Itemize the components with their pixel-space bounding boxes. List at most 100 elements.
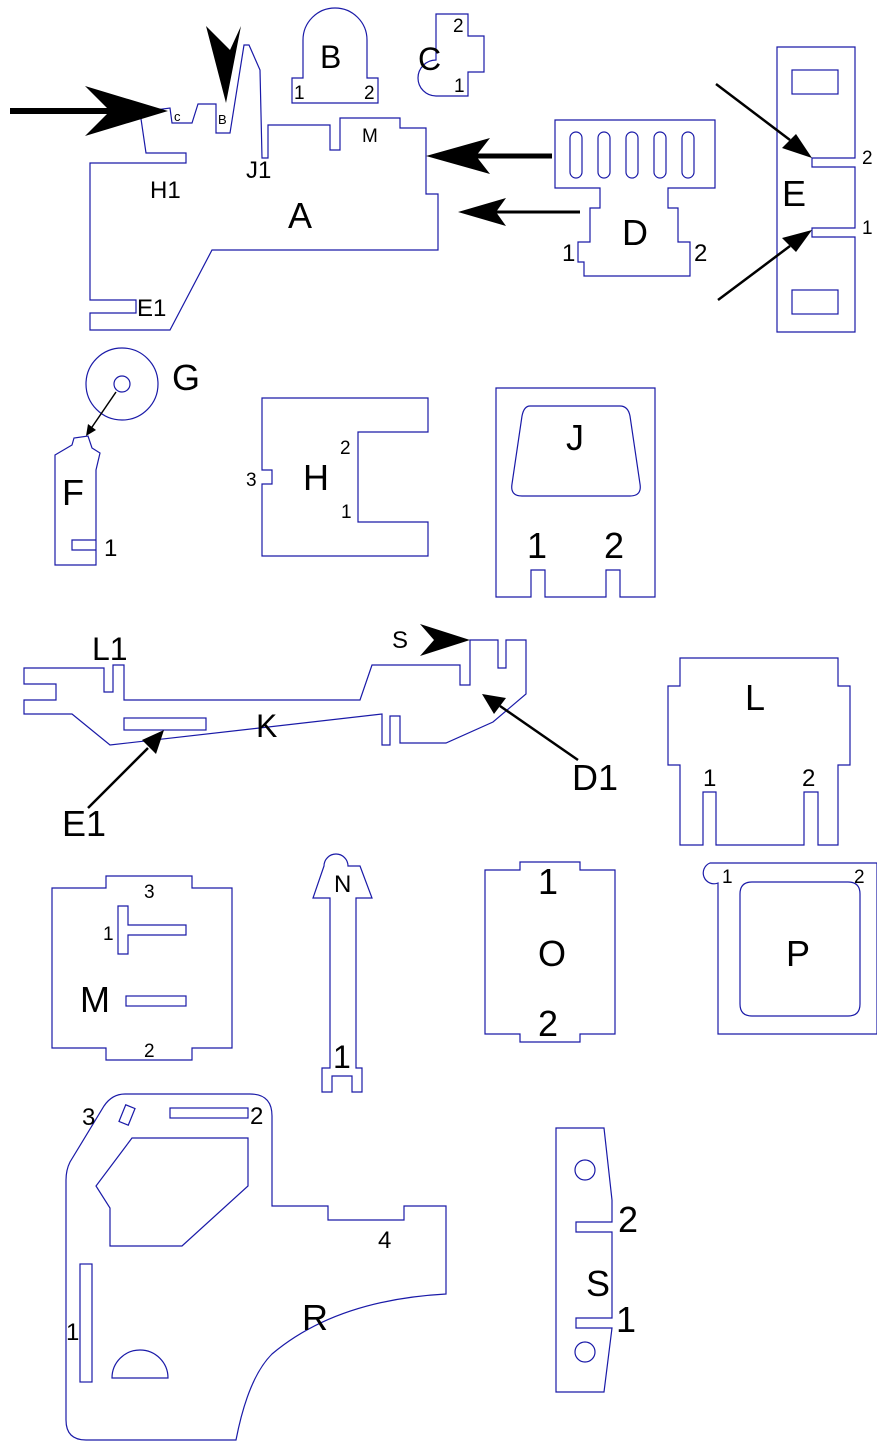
piece-b-outline [291,7,379,104]
arrow-head-into-e-slot-2 [782,134,812,158]
piece-m-outline [51,875,233,1061]
assembly-arrows-top [10,26,580,226]
piece-k-tab-l1: L1 [92,631,128,667]
piece-s-slot-2: 2 [618,1199,638,1240]
piece-d-vent-3 [625,131,639,179]
piece-l: L 1 2 [667,657,851,846]
piece-p-outline [702,862,877,1035]
piece-a-tab-e1: E1 [137,295,166,322]
piece-f-slot [71,539,96,551]
piece-o: 1 O 2 [484,861,616,1044]
arrow-into-e-slot-2 [715,83,791,141]
piece-b-slot-2: 2 [364,83,375,104]
piece-l-label: L [745,677,765,718]
piece-j-label: J [566,417,584,458]
piece-e-outline [776,46,856,333]
piece-d-slot-1: 1 [562,240,575,267]
piece-p-slot-1: 1 [722,867,733,888]
piece-f-outline [54,435,101,566]
piece-a-tab-b: B [218,112,227,127]
piece-o-slot-2: 2 [538,1003,558,1044]
piece-d-vent-1 [569,131,583,179]
piece-r-outline [65,1093,447,1441]
piece-s-hole-bottom [574,1341,596,1363]
arrow-into-k-e1 [87,747,149,809]
piece-d-label: D [622,212,648,253]
piece-j-window [511,405,641,497]
piece-k: K L1 S D1 E1 [23,624,618,844]
piece-s-label: S [586,1263,610,1304]
piece-b-label: B [320,39,341,75]
arrow-head-d-to-a-upper [426,138,490,174]
piece-a-tab-c: c [174,109,181,124]
piece-m-slot-1-label: 1 [103,924,114,945]
piece-s-outline [555,1127,613,1393]
piece-m-slot-2-label: 2 [144,1041,155,1062]
piece-f-slot-1: 1 [104,535,117,562]
piece-d-vent-5 [681,131,695,179]
piece-j-outline [495,387,656,598]
piece-a-tab-m: M [362,126,378,147]
piece-c-slot-1: 1 [454,76,465,97]
piece-r-slot-3-label: 3 [82,1104,95,1131]
piece-c: C 2 1 [417,13,485,97]
piece-c-outline [417,13,485,97]
piece-h-slot-2: 2 [340,438,351,459]
piece-p-slot-2: 2 [854,867,865,888]
piece-h-outline [261,397,429,557]
piece-e-window-bottom [791,289,839,315]
piece-p: P 1 2 [702,862,877,1035]
piece-p-window [739,881,861,1017]
piece-b-slot-1: 1 [294,83,305,104]
piece-m-slot-3-label: 3 [144,882,155,903]
piece-n-slot-1: 1 [333,1039,351,1075]
piece-k-label: K [256,708,277,744]
piece-o-label: O [538,933,566,974]
arrow-head-into-k-e1 [142,730,164,754]
piece-a-label: A [288,195,312,236]
piece-n-outline [312,853,373,1093]
piece-o-outline [484,861,616,1043]
piece-g-label: G [172,357,200,398]
piece-o-slot-1: 1 [538,861,558,902]
piece-d-slot-2: 2 [694,240,707,267]
piece-e-label: E [782,173,806,214]
piece-r-slot-1-label: 1 [66,1319,79,1346]
arrow-head-into-e-slot-1 [782,230,812,252]
piece-h-slot-3: 3 [246,470,257,491]
piece-s-hole-top [574,1159,596,1181]
piece-k-slot-e1 [123,717,207,731]
piece-r-slot-4-label: 4 [378,1227,391,1254]
piece-r-slot-3 [118,1104,136,1126]
arrow-head-into-k-d1 [482,694,506,714]
arrow-head-into-a-top [206,26,241,103]
piece-r-half-disc [111,1349,169,1379]
arrow-head-d-to-a-lower [458,198,506,226]
piece-d-vent-4 [653,131,667,179]
piece-k-tab-d1: D1 [572,757,618,798]
piece-a-outline [89,44,439,331]
piece-p-label: P [786,933,810,974]
arrow-head-into-k-s [420,624,470,656]
piece-g: G [85,347,200,436]
piece-j-slot-1: 1 [527,525,547,566]
piece-c-label: C [418,41,441,77]
piece-a: A c B J1 M H1 E1 [89,44,439,331]
piece-l-slot-2: 2 [802,765,815,792]
piece-s: S 2 1 [555,1127,638,1393]
piece-r-slot-2 [169,1107,249,1119]
piece-d-vent-2 [597,131,611,179]
piece-j: J 1 2 [495,387,656,598]
piece-e-slot-2: 2 [862,148,873,169]
piece-f-label: F [62,472,84,513]
piece-l-outline [667,657,851,846]
piece-k-tab-s: S [392,627,408,654]
piece-m-slot-2 [125,995,187,1007]
piece-a-tab-j1: J1 [246,157,271,184]
piece-e-window-top [791,69,839,95]
piece-r-label: R [302,1297,328,1338]
piece-r-window [95,1137,249,1247]
piece-m-label: M [80,979,110,1020]
piece-d: D 1 2 [554,119,716,277]
